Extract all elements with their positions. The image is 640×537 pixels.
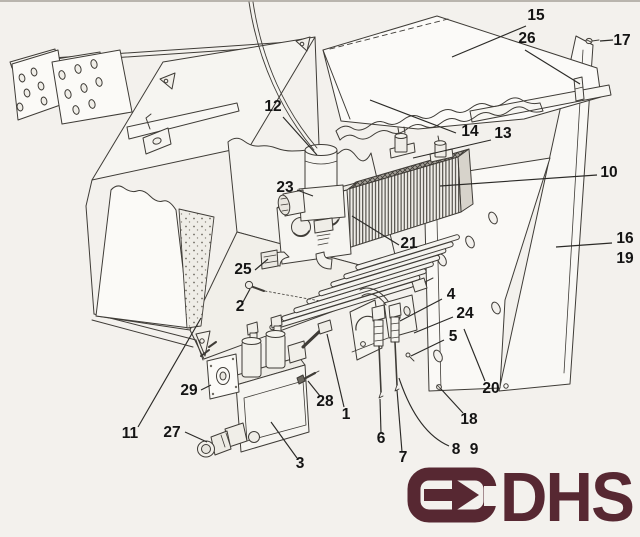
callout-leader-27	[184, 431, 208, 443]
vent-valve-block	[298, 184, 346, 222]
callout-25: 25	[234, 261, 252, 278]
callout-leader-14	[369, 99, 457, 134]
burner-tube	[355, 234, 460, 271]
callout-leader-4	[399, 298, 443, 322]
callout-12: 12	[264, 98, 281, 115]
electrode-rod	[378, 345, 382, 393]
callout-leader-10	[439, 174, 598, 187]
callout-leader-26	[524, 49, 581, 85]
panel-hole	[488, 211, 498, 225]
callout-28: 28	[316, 393, 334, 410]
callout-29: 29	[180, 382, 198, 399]
heat-exchanger	[248, 1, 474, 270]
callout-27: 27	[163, 424, 180, 441]
callout-21: 21	[400, 235, 418, 252]
callout-5: 5	[449, 328, 458, 345]
callout-leader-29	[200, 384, 212, 391]
callout-11: 11	[122, 425, 139, 442]
callout-23: 23	[276, 179, 294, 196]
callout-leader-7	[396, 389, 403, 453]
callout-1: 1	[342, 406, 351, 423]
callout-13: 13	[494, 125, 512, 142]
callout-leader-6	[379, 398, 382, 434]
callout-leader-17	[599, 39, 614, 42]
dhs-logo: DHS	[407, 458, 635, 536]
callout-14: 14	[461, 123, 479, 140]
solenoid	[265, 333, 286, 369]
callout-6: 6	[377, 430, 386, 447]
callout-leader-23	[296, 189, 314, 197]
callout-leader-12	[282, 116, 318, 156]
callout-leader-20	[463, 328, 486, 382]
left-inner-panel	[95, 185, 191, 329]
callout-9: 9	[470, 441, 479, 458]
panel-hole	[491, 301, 501, 315]
callout-leader-11	[137, 317, 202, 428]
scan-edge-artifact	[0, 0, 640, 2]
callout-leader-2	[242, 288, 251, 303]
callout-17: 17	[613, 32, 630, 49]
callout-20: 20	[482, 380, 499, 397]
dhs-logo-ring-gap	[484, 486, 506, 506]
callout-3: 3	[296, 455, 305, 472]
callout-16: 16	[616, 230, 634, 247]
union-nut	[260, 249, 279, 270]
support-rail	[126, 102, 240, 155]
arrow-right-icon	[424, 477, 479, 513]
callout-18: 18	[460, 411, 478, 428]
insulation-panel	[178, 208, 215, 329]
callout-leader-18	[440, 388, 464, 414]
callout-leader-1	[326, 333, 345, 408]
hood-clip	[573, 76, 585, 102]
pilot-screw	[405, 352, 411, 358]
callout-2: 2	[236, 298, 245, 315]
callout-leader-24	[413, 316, 454, 334]
callout-10: 10	[600, 164, 617, 181]
bracket-plate	[51, 49, 133, 125]
electrode-rod	[394, 341, 398, 386]
flue-collector	[335, 97, 544, 141]
small-fasteners	[244, 37, 600, 302]
callout-leader-5	[410, 339, 445, 357]
water-elbow	[315, 251, 333, 270]
panel-hole	[465, 235, 475, 249]
callout-7: 7	[399, 449, 408, 466]
callout-leader-15	[451, 25, 527, 58]
callout-leader-25	[254, 258, 269, 271]
callout-leader-3	[270, 421, 298, 459]
callout-4: 4	[447, 286, 456, 303]
wall-mount-brackets	[9, 48, 133, 125]
logo-text: DHS	[500, 458, 633, 536]
burner	[269, 234, 460, 331]
electrodes	[371, 302, 402, 399]
inner-side-panel	[423, 157, 551, 392]
callout-leader-28	[307, 380, 321, 397]
solenoid	[241, 340, 262, 378]
callout-24: 24	[456, 305, 474, 322]
gas-valve	[197, 314, 333, 458]
callout-26: 26	[518, 30, 536, 47]
overheat-sensors	[389, 126, 454, 163]
capillary-tube	[248, 1, 315, 151]
bolt	[244, 280, 254, 290]
callout-leader-16	[555, 242, 613, 248]
callout-leader-13	[412, 139, 492, 159]
pilot-fitting	[411, 277, 428, 293]
callout-19: 19	[616, 250, 634, 267]
callout-15: 15	[527, 7, 545, 24]
callout-leader-21	[351, 215, 400, 246]
callout-8: 8	[452, 441, 461, 458]
panel-hole	[433, 349, 443, 363]
callout-leader-8	[398, 377, 450, 447]
